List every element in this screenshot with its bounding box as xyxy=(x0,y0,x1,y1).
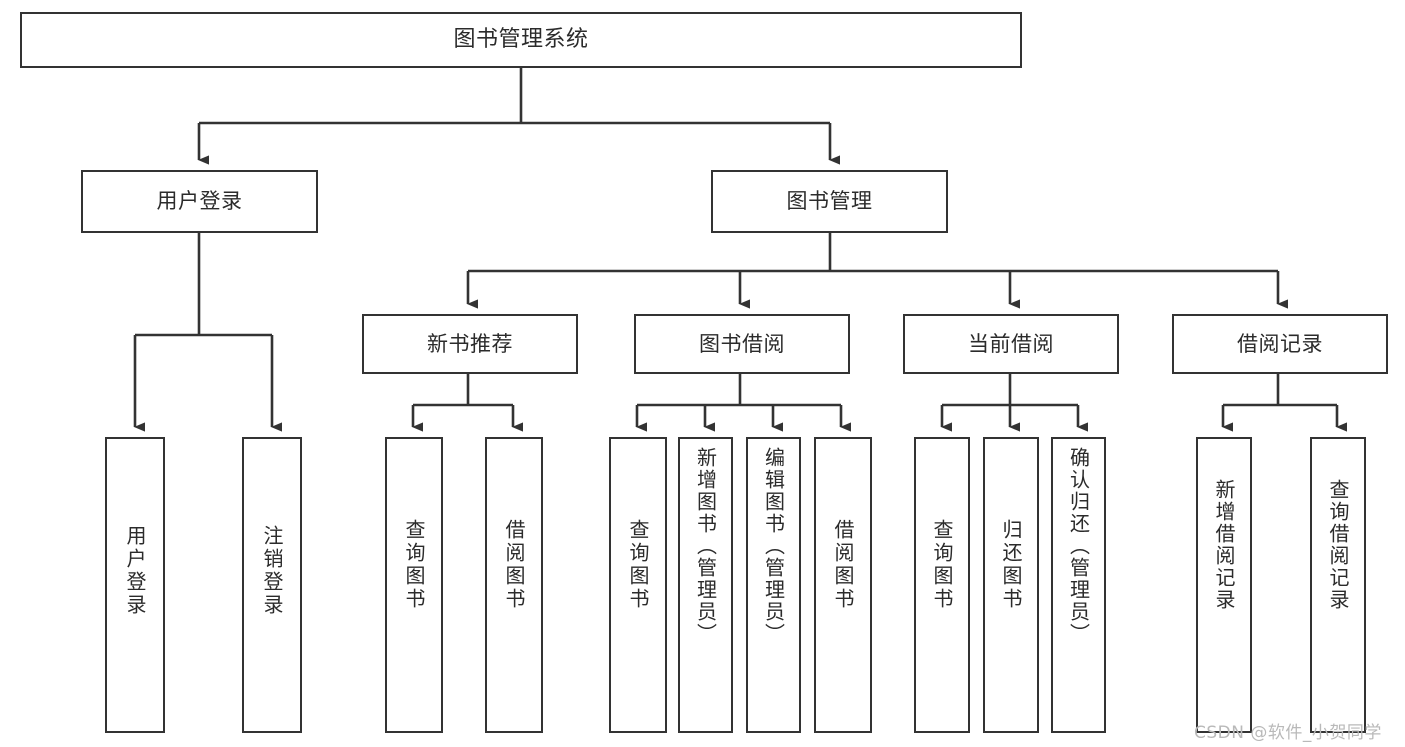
node-label: 查询借阅记录 xyxy=(1326,479,1350,611)
node-book-management[interactable]: 图书管理 xyxy=(711,170,948,233)
node-label: 当前借阅 xyxy=(968,331,1054,356)
leaf-add-book-admin[interactable]: 新增图书（管理员） xyxy=(678,437,733,733)
node-label: 新增借阅记录 xyxy=(1212,479,1236,611)
node-book-borrow[interactable]: 图书借阅 xyxy=(634,314,850,374)
leaf-user-login[interactable]: 用户登录 xyxy=(105,437,165,733)
leaf-borrow-book[interactable]: 借阅图书 xyxy=(814,437,872,733)
node-label: 注销登录 xyxy=(260,525,284,617)
node-label: 借阅图书 xyxy=(831,519,855,611)
leaf-confirm-return-admin[interactable]: 确认归还（管理员） xyxy=(1051,437,1106,733)
node-borrow-record[interactable]: 借阅记录 xyxy=(1172,314,1388,374)
leaf-logout-login[interactable]: 注销登录 xyxy=(242,437,302,733)
node-label: 用户登录 xyxy=(156,189,243,214)
node-label: 归还图书 xyxy=(999,519,1023,611)
node-label: 查询图书 xyxy=(930,519,954,611)
leaf-query-book-current[interactable]: 查询图书 xyxy=(914,437,970,733)
node-label: 图书管理系统 xyxy=(453,27,589,53)
node-label: 查询图书 xyxy=(402,519,426,611)
node-label: 借阅图书 xyxy=(502,519,526,611)
node-current-borrow[interactable]: 当前借阅 xyxy=(903,314,1119,374)
node-label: 用户登录 xyxy=(123,525,147,617)
node-new-book-recommend[interactable]: 新书推荐 xyxy=(362,314,578,374)
node-label: 编辑图书（管理员） xyxy=(761,447,786,645)
leaf-add-borrow-record[interactable]: 新增借阅记录 xyxy=(1196,437,1252,733)
node-label: 查询图书 xyxy=(626,519,650,611)
node-user-login[interactable]: 用户登录 xyxy=(81,170,318,233)
csdn-watermark: CSDN @软件_小贺同学 xyxy=(1194,723,1382,743)
node-label: 新增图书（管理员） xyxy=(693,447,718,645)
node-label: 图书管理 xyxy=(786,189,873,214)
leaf-borrow-book-recommend[interactable]: 借阅图书 xyxy=(485,437,543,733)
node-label: 新书推荐 xyxy=(427,331,513,356)
node-label: 确认归还（管理员） xyxy=(1066,447,1091,645)
node-label: 图书借阅 xyxy=(699,331,785,356)
leaf-query-book-recommend[interactable]: 查询图书 xyxy=(385,437,443,733)
node-root-book-management-system[interactable]: 图书管理系统 xyxy=(20,12,1022,68)
leaf-return-book[interactable]: 归还图书 xyxy=(983,437,1039,733)
leaf-query-borrow-record[interactable]: 查询借阅记录 xyxy=(1310,437,1366,733)
leaf-edit-book-admin[interactable]: 编辑图书（管理员） xyxy=(746,437,801,733)
node-label: 借阅记录 xyxy=(1237,331,1323,356)
leaf-query-book-borrow[interactable]: 查询图书 xyxy=(609,437,667,733)
